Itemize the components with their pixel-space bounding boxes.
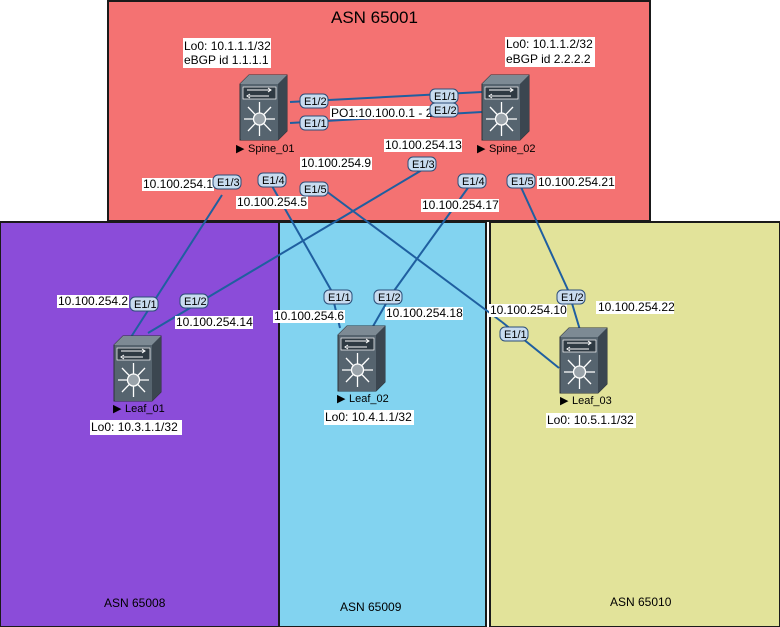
spine02-name-arrow: ▶ (477, 143, 486, 155)
svg-text:E1/1: E1/1 (434, 91, 457, 103)
leaf02-lo0: Lo0: 10.4.1.1/32 (325, 410, 412, 424)
spine01-bgp-id: eBGP id 1.1.1.1 (184, 53, 269, 67)
port-channel-label: PO1:10.100.0.1 - 2 (331, 106, 433, 120)
svg-text:E1/1: E1/1 (304, 118, 327, 130)
ip-spine02-e14: 10.100.254.17 (422, 198, 499, 212)
port-spine01-e1-1[interactable]: E1/1 (299, 115, 329, 131)
port-spine02-e1-2[interactable]: E1/2 (429, 102, 459, 118)
svg-text:E1/3: E1/3 (217, 177, 240, 189)
svg-text:E1/2: E1/2 (184, 296, 207, 308)
ip-leaf01-e11: 10.100.254.2 (58, 294, 128, 308)
svg-text:E1/4: E1/4 (262, 175, 285, 187)
leaf01-lo0: Lo0: 10.3.1.1/32 (91, 420, 178, 434)
svg-text:E1/1: E1/1 (134, 299, 157, 311)
leaf02-name: Leaf_02 (349, 393, 389, 405)
svg-text:E1/2: E1/2 (561, 292, 584, 304)
svg-text:E1/4: E1/4 (462, 176, 485, 188)
leaf03-lo0: Lo0: 10.5.1.1/32 (547, 413, 634, 427)
leaf03-name: Leaf_03 (572, 395, 612, 407)
nexus-switch-icon (559, 327, 608, 394)
zone-asn65001-label: ASN 65001 (331, 8, 418, 27)
svg-text:E1/2: E1/2 (434, 105, 457, 117)
svg-text:E1/1: E1/1 (504, 329, 527, 341)
port-leaf02-e1-2[interactable]: E1/2 (373, 289, 403, 305)
port-spine02-e1-4[interactable]: E1/4 (457, 173, 487, 189)
svg-text:E1/5: E1/5 (511, 176, 534, 188)
port-leaf03-e1-1[interactable]: E1/1 (499, 326, 529, 342)
nexus-switch-icon (481, 74, 530, 141)
zone-asn65009-label: ASN 65009 (340, 600, 402, 614)
ip-spine02-e15: 10.100.254.21 (538, 175, 615, 189)
leaf01-name-arrow: ▶ (113, 403, 122, 415)
port-spine02-e1-3[interactable]: E1/3 (407, 156, 437, 172)
port-spine02-e1-1[interactable]: E1/1 (429, 88, 459, 104)
ip-leaf03-e11: 10.100.254.10 (490, 303, 567, 317)
zone-asn65008-label: ASN 65008 (104, 596, 166, 610)
zone-asn65010-label: ASN 65010 (610, 595, 672, 609)
svg-text:E1/3: E1/3 (412, 159, 435, 171)
ip-leaf02-e12: 10.100.254.18 (386, 306, 463, 320)
nexus-switch-icon (113, 335, 162, 402)
spine01-name-arrow: ▶ (236, 143, 245, 155)
spine02-name: Spine_02 (489, 143, 536, 155)
spine01-lo0: Lo0: 10.1.1.1/32 (184, 39, 271, 53)
port-leaf03-e1-2[interactable]: E1/2 (556, 289, 586, 305)
port-spine01-e1-4[interactable]: E1/4 (257, 172, 287, 188)
port-spine02-e1-5[interactable]: E1/5 (506, 173, 536, 189)
port-leaf02-e1-1[interactable]: E1/1 (323, 289, 353, 305)
nexus-switch-icon (337, 325, 386, 392)
ip-spine01-e15: 10.100.254.9 (301, 156, 371, 170)
device-leaf-03[interactable]: ▶ Leaf_03 Lo0: 10.5.1.1/32 (546, 327, 636, 428)
device-spine-01[interactable]: Lo0: 10.1.1.1/32 eBGP id 1.1.1.1 ▶ Spine… (183, 38, 295, 155)
ip-leaf02-e11: 10.100.254.6 (274, 309, 344, 323)
ip-leaf03-e12: 10.100.254.22 (598, 300, 675, 314)
svg-text:E1/2: E1/2 (378, 292, 401, 304)
nexus-switch-icon (239, 74, 288, 141)
ip-spine01-e14: 10.100.254.5 (237, 195, 307, 209)
port-spine01-e1-3[interactable]: E1/3 (212, 174, 242, 190)
device-spine-02[interactable]: Lo0: 10.1.1.2/32 eBGP id 2.2.2.2 ▶ Spine… (477, 37, 595, 155)
spine02-bgp-id: eBGP id 2.2.2.2 (506, 52, 591, 66)
ip-spine02-e13: 10.100.254.13 (385, 138, 462, 152)
ip-labels: 10.100.254.1 10.100.254.9 10.100.254.5 1… (57, 138, 675, 329)
link-spine01-leaf03-a (321, 187, 503, 323)
port-leaf01-e1-2[interactable]: E1/2 (179, 293, 209, 309)
svg-text:E1/2: E1/2 (304, 96, 327, 108)
port-leaf01-e1-1[interactable]: E1/1 (129, 296, 159, 312)
link-spine02-leaf03 (519, 184, 569, 291)
link-spine01-leaf01 (130, 194, 223, 338)
svg-text:E1/1: E1/1 (328, 292, 351, 304)
spine02-lo0: Lo0: 10.1.1.2/32 (506, 37, 593, 51)
ip-spine01-e13: 10.100.254.1 (143, 177, 213, 191)
device-leaf-01[interactable]: ▶ Leaf_01 Lo0: 10.3.1.1/32 (90, 335, 182, 435)
spine01-name: Spine_01 (248, 143, 295, 155)
port-spine01-e1-2[interactable]: E1/2 (299, 93, 329, 109)
ip-leaf01-e12: 10.100.254.14 (176, 315, 253, 329)
leaf03-name-arrow: ▶ (560, 395, 569, 407)
ports: E1/2 E1/1 E1/1 E1/2 E1/3 E1/4 E1/5 E1/3 … (129, 88, 586, 342)
leaf01-name: Leaf_01 (125, 403, 165, 415)
port-spine01-e1-5[interactable]: E1/5 (299, 181, 329, 197)
svg-text:E1/5: E1/5 (304, 184, 327, 196)
device-leaf-02[interactable]: ▶ Leaf_02 Lo0: 10.4.1.1/32 (324, 325, 414, 425)
leaf02-name-arrow: ▶ (337, 393, 346, 405)
